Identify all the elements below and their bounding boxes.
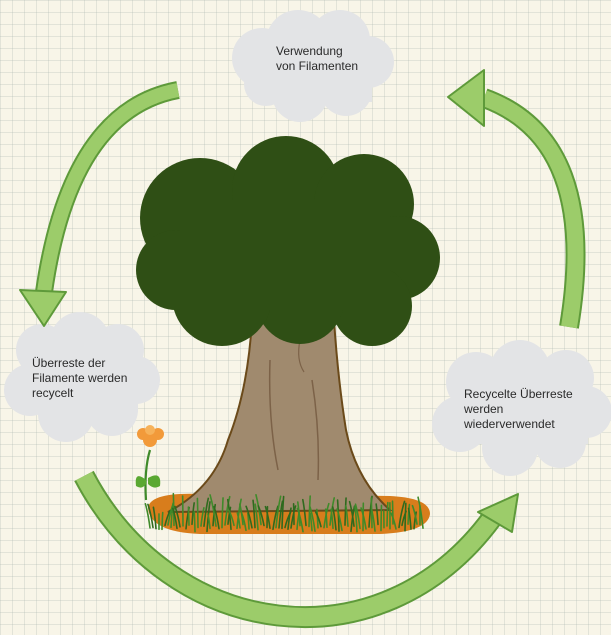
- grass-blade: [344, 497, 347, 526]
- step-label-left: Überreste der Filamente werden recycelt: [32, 356, 127, 401]
- grass-blade: [398, 500, 406, 529]
- grass-blade: [191, 502, 195, 526]
- grass-blade: [296, 507, 304, 533]
- grass-blade: [172, 507, 178, 530]
- cloud-shape-top: [232, 10, 394, 122]
- grass-blade: [147, 503, 154, 529]
- step-label-line: Recycelte Überreste: [464, 387, 573, 401]
- step-label-line: Verwendung: [276, 44, 343, 58]
- grass-blade: [174, 505, 181, 528]
- grass-blade: [348, 500, 355, 528]
- grass-blade: [336, 508, 343, 532]
- step-label-right: Recycelte Überreste werden wiederverwend…: [464, 387, 573, 432]
- grass-blade: [386, 501, 389, 527]
- grass-blade: [193, 510, 196, 533]
- grass-blade: [345, 505, 349, 528]
- grass-blade: [301, 498, 307, 527]
- flower-icon: [135, 425, 164, 501]
- grass-blade: [254, 503, 259, 531]
- grass-blade: [247, 512, 250, 530]
- step-label-line: Filamente werden: [32, 371, 128, 385]
- grass-blade: [278, 500, 284, 529]
- grass-blade: [213, 505, 220, 530]
- cloud-shape-left: [4, 312, 160, 442]
- grass-blade: [281, 495, 285, 530]
- grass-blade: [245, 505, 253, 529]
- grass-tufts: [144, 492, 424, 533]
- grass-blade: [331, 506, 337, 531]
- grass-blade: [207, 513, 211, 530]
- grass-blade: [152, 506, 157, 530]
- grass-blade: [360, 507, 367, 530]
- grass-blade: [309, 512, 313, 532]
- step-label-line: von Filamenten: [276, 59, 359, 73]
- grass-blade: [308, 495, 311, 528]
- arrow-right: [447, 69, 586, 329]
- grass-blade: [404, 502, 407, 532]
- grass-blade: [314, 511, 322, 528]
- grass-blade: [221, 497, 224, 529]
- arrow-bottom: [74, 470, 519, 629]
- grass-blade: [236, 512, 241, 529]
- grass-blade: [275, 495, 282, 529]
- grass-blade: [257, 505, 265, 527]
- grass-blade: [272, 505, 279, 531]
- grass-blade: [187, 506, 190, 526]
- cloud-shape-right: [432, 340, 611, 476]
- grass-blade: [309, 506, 316, 532]
- step-label-top: Verwendung von Filamenten: [276, 44, 358, 74]
- step-label-line: wiederverwendet: [464, 417, 555, 431]
- grass-blade: [203, 497, 210, 527]
- grass-blade: [417, 496, 424, 530]
- grass-blade: [161, 511, 164, 531]
- grass-blade: [411, 504, 418, 525]
- step-label-line: recycelt: [32, 386, 74, 400]
- grass-blade: [330, 508, 334, 530]
- grass-blade: [287, 507, 292, 531]
- grass-blade: [209, 494, 217, 527]
- grass-blade: [290, 505, 297, 529]
- grass-blade: [224, 495, 231, 526]
- grass-blade: [252, 499, 256, 529]
- grass-blade: [236, 498, 242, 530]
- tree-icon: [136, 136, 440, 513]
- grass-blade: [172, 492, 175, 527]
- arrow-left: [19, 81, 180, 327]
- grass-blade: [390, 512, 397, 530]
- grass-blade: [196, 497, 199, 529]
- grass-blade: [264, 505, 271, 530]
- grass-blade: [407, 507, 412, 530]
- grass-blade: [354, 505, 358, 533]
- step-label-line: werden: [464, 402, 504, 416]
- grass-blade: [164, 509, 172, 527]
- grass-blade: [200, 507, 205, 527]
- grass-blade: [228, 509, 235, 527]
- grass-blade: [144, 503, 151, 529]
- step-label-line: Überreste der: [32, 356, 106, 370]
- grass-blade: [371, 510, 376, 532]
- grass-blade: [413, 511, 417, 530]
- grass-blade: [375, 503, 379, 526]
- grass-blade: [324, 508, 328, 529]
- grass-blade: [354, 503, 361, 530]
- grass-blade: [241, 513, 247, 532]
